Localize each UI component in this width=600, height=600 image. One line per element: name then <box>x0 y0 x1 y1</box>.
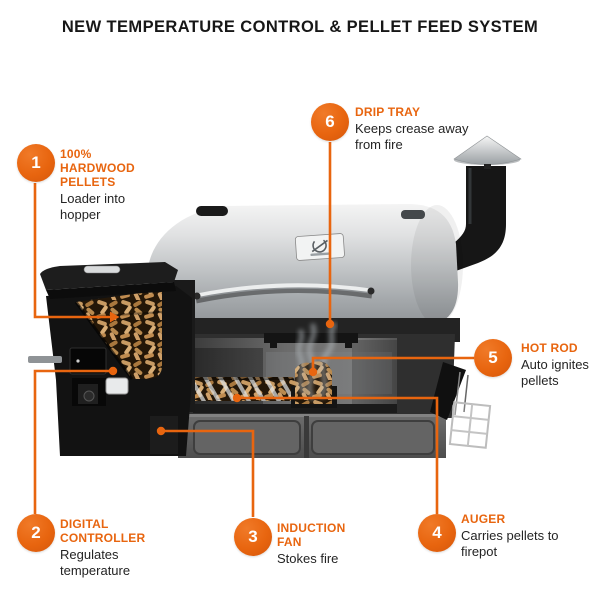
callout-heading: INDUCTION FAN <box>277 521 346 549</box>
grease-basket <box>448 401 492 449</box>
callout-heading: DRIP TRAY <box>355 105 421 119</box>
leader-dot-3 <box>156 426 166 436</box>
leader-line-1 <box>33 183 110 319</box>
leader-lines <box>33 142 474 517</box>
controller-knob <box>83 390 95 402</box>
callout-description: Keeps crease away from fire <box>355 121 469 152</box>
callout-heading: AUGER <box>461 512 506 526</box>
callout-number-badge: 3 <box>234 518 272 556</box>
side-handle <box>28 356 62 363</box>
auger-coupling <box>105 377 129 395</box>
chimney <box>440 166 506 276</box>
callout-number-badge: 2 <box>17 514 55 552</box>
page-title: NEW TEMPERATURE CONTROL & PELLET FEED SY… <box>61 18 539 36</box>
grease-chute <box>430 362 469 420</box>
lid-handle <box>83 265 121 274</box>
leader-line-3 <box>164 429 255 517</box>
cabinet <box>178 414 446 458</box>
leader-dot-5 <box>308 367 318 377</box>
brand-logo <box>294 233 345 261</box>
callout-heading: DIGITAL CONTROLLER <box>60 517 146 545</box>
callout-description: Stokes fire <box>277 551 339 566</box>
leader-arrow-1 <box>110 311 120 323</box>
callout-number-badge: 5 <box>474 339 512 377</box>
leader-dot-6 <box>325 319 335 329</box>
lid-hinge <box>196 206 228 216</box>
smoke <box>296 322 337 401</box>
callout-heading: HOT ROD <box>521 341 578 355</box>
pellet-hopper <box>28 262 192 456</box>
lid-stop <box>401 210 425 219</box>
callout-description: Loader into hopper <box>60 191 126 222</box>
leader-line-2 <box>33 369 110 514</box>
leader-dot-2 <box>108 366 118 376</box>
leader-line-5 <box>311 356 474 369</box>
chimney-cap <box>453 135 522 169</box>
grill-handle <box>193 283 375 304</box>
hopper-lid <box>40 262 178 299</box>
grill-barrel <box>148 204 463 330</box>
callout-description: Auto ignites pellets <box>521 357 589 388</box>
callout-description: Carries pellets to firepot <box>461 528 559 559</box>
hopper-pellets <box>76 290 162 379</box>
callout-number-badge: 4 <box>418 514 456 552</box>
callout-number-badge: 1 <box>17 144 55 182</box>
leader-line-4 <box>240 396 439 514</box>
callout-heading: 100% HARDWOOD PELLETS <box>60 147 135 189</box>
digital-controller <box>28 347 129 406</box>
callout-number-badge: 6 <box>311 103 349 141</box>
callout-description: Regulates temperature <box>60 547 131 578</box>
leader-dot-4 <box>232 393 242 403</box>
